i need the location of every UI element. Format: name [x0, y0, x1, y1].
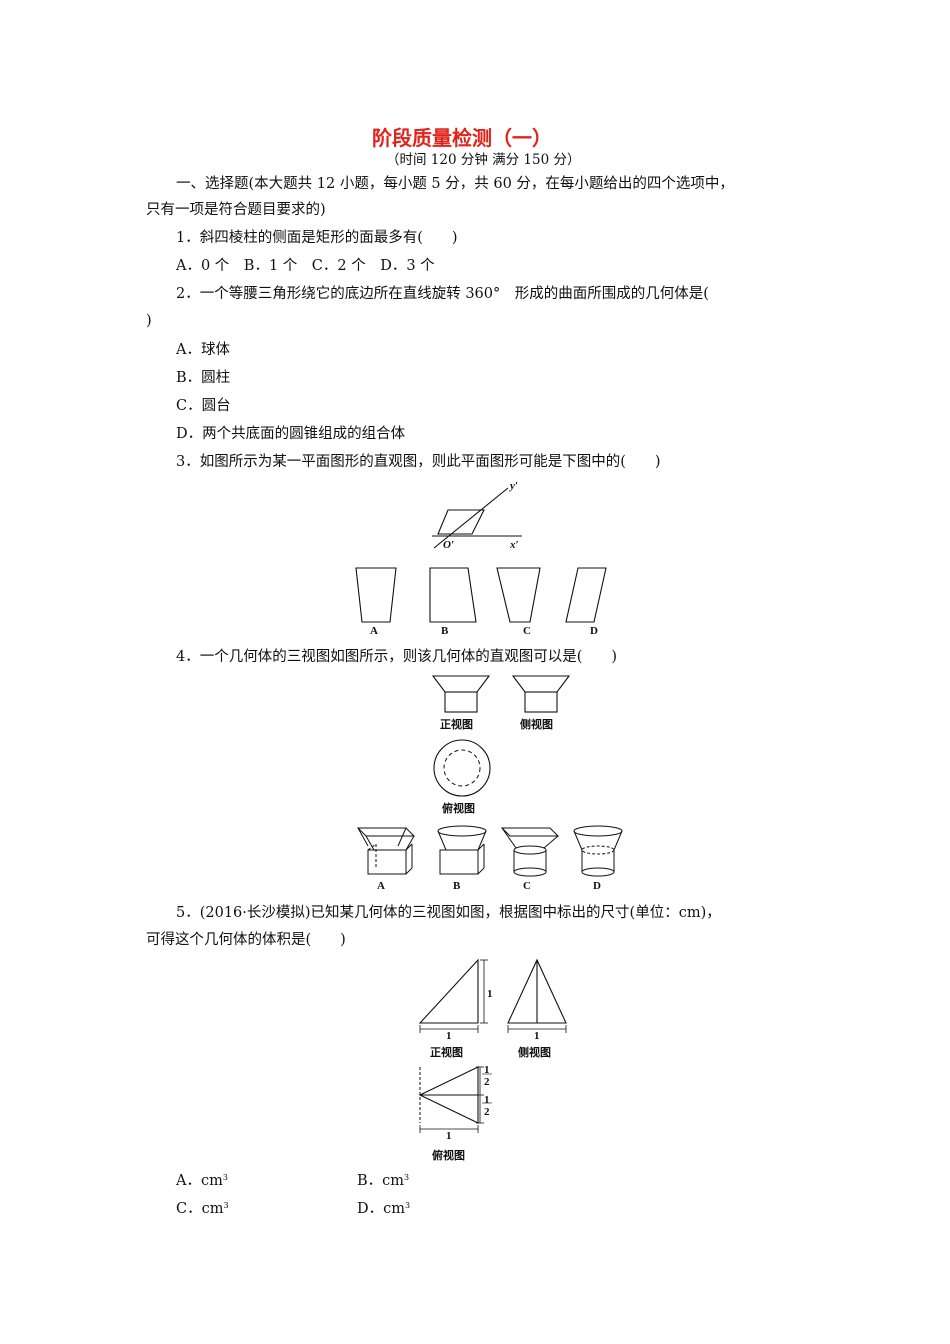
q3-choice-d-label: D — [590, 625, 598, 637]
q2-option-a: A．球体 — [176, 342, 230, 358]
q4-choice-a-label: A — [377, 880, 385, 892]
q4-choice-solids — [356, 825, 623, 877]
q4-choice-d-label: D — [593, 880, 601, 892]
q5-three-views — [418, 958, 567, 1133]
q3-axis-origin-label: O′ — [443, 539, 455, 551]
q1-stem: 1．斜四棱柱的侧面是矩形的面最多有( ) — [176, 230, 458, 246]
q5-top-half-den-2: 2 — [484, 1106, 490, 1118]
q4-front-view-label: 正视图 — [440, 718, 473, 731]
q1-options: A．0 个 B．1 个 C．2 个 D．3 个 — [176, 258, 435, 274]
q4-top-view-label: 俯视图 — [442, 802, 475, 815]
q4-side-view — [511, 675, 571, 713]
q5-option-a: A．cm3 — [176, 1173, 228, 1189]
q5-side-view — [507, 958, 567, 1033]
q5-option-c: C．cm3 — [176, 1201, 229, 1217]
q5-option-b: B．cm3 — [357, 1173, 410, 1189]
q2-stem-line2: ) — [146, 313, 152, 329]
section-intro-line1: 一、选择题(本大题共 12 小题，每小题 5 分，共 60 分，在每小题给出的四… — [176, 176, 734, 192]
q4-solid-a — [356, 827, 416, 875]
q2-option-d: D．两个共底面的圆锥组成的组合体 — [176, 426, 406, 442]
q4-solid-b — [437, 825, 487, 875]
q3-choice-b-label: B — [441, 625, 449, 637]
q5-top-view — [418, 1066, 492, 1133]
q4-top-view — [433, 739, 491, 797]
q4-front-view — [431, 675, 491, 713]
page-title: 阶段质量检测（一） — [372, 126, 552, 150]
q3-axis-y-label: y′ — [510, 480, 518, 492]
q5-top-width-label: 1 — [446, 1130, 452, 1142]
q3-choice-a-label: A — [370, 625, 378, 637]
q5-front-height-label: 1 — [487, 988, 493, 1000]
q4-solid-c — [500, 827, 560, 877]
q3-shape-a — [355, 567, 397, 623]
q5-stem-line1: 5．(2016·长沙模拟)已知某几何体的三视图如图，根据图中标出的尺寸(单位：c… — [176, 905, 721, 921]
q5-front-width-label: 1 — [446, 1030, 452, 1042]
q5-front-view — [418, 958, 488, 1033]
q3-axis-x-label: x′ — [510, 539, 519, 551]
q3-choice-c-label: C — [523, 625, 531, 637]
q4-side-view-label: 侧视图 — [520, 718, 553, 731]
q5-front-view-label: 正视图 — [430, 1046, 463, 1059]
q2-stem-line1: 2．一个等腰三角形绕它的底边所在直线旋转 360° 形成的曲面所围成的几何体是( — [176, 286, 709, 302]
q2-option-c: C．圆台 — [176, 398, 231, 414]
q4-choice-c-label: C — [523, 880, 531, 892]
q4-solid-d — [573, 825, 623, 877]
q5-top-half-num-1: 1 — [484, 1064, 490, 1076]
q4-three-views — [431, 675, 571, 797]
page-subtitle: （时间 120 分钟 满分 150 分） — [386, 152, 581, 168]
q2-option-b: B．圆柱 — [176, 370, 231, 386]
q3-choice-shapes — [355, 567, 607, 623]
q5-top-half-den-1: 2 — [484, 1076, 490, 1088]
q5-option-d: D．cm3 — [357, 1201, 411, 1217]
q3-shape-c — [496, 567, 541, 623]
q5-side-view-label: 侧视图 — [518, 1046, 551, 1059]
q3-shape-d — [565, 567, 607, 623]
q3-oblique-figure — [432, 487, 522, 549]
q5-top-view-label: 俯视图 — [432, 1149, 465, 1162]
q3-shape-b — [429, 567, 477, 623]
section-intro-line2: 只有一项是符合题目要求的) — [146, 202, 326, 218]
q5-top-half-num-2: 1 — [484, 1094, 490, 1106]
q4-choice-b-label: B — [453, 880, 461, 892]
q3-stem: 3．如图所示为某一平面图形的直观图，则此平面图形可能是下图中的( ) — [176, 454, 661, 470]
q5-side-width-label: 1 — [534, 1030, 540, 1042]
q4-stem: 4．一个几何体的三视图如图所示，则该几何体的直观图可以是( ) — [176, 649, 618, 665]
q5-stem-line2: 可得这个几何体的体积是( ) — [146, 932, 346, 948]
